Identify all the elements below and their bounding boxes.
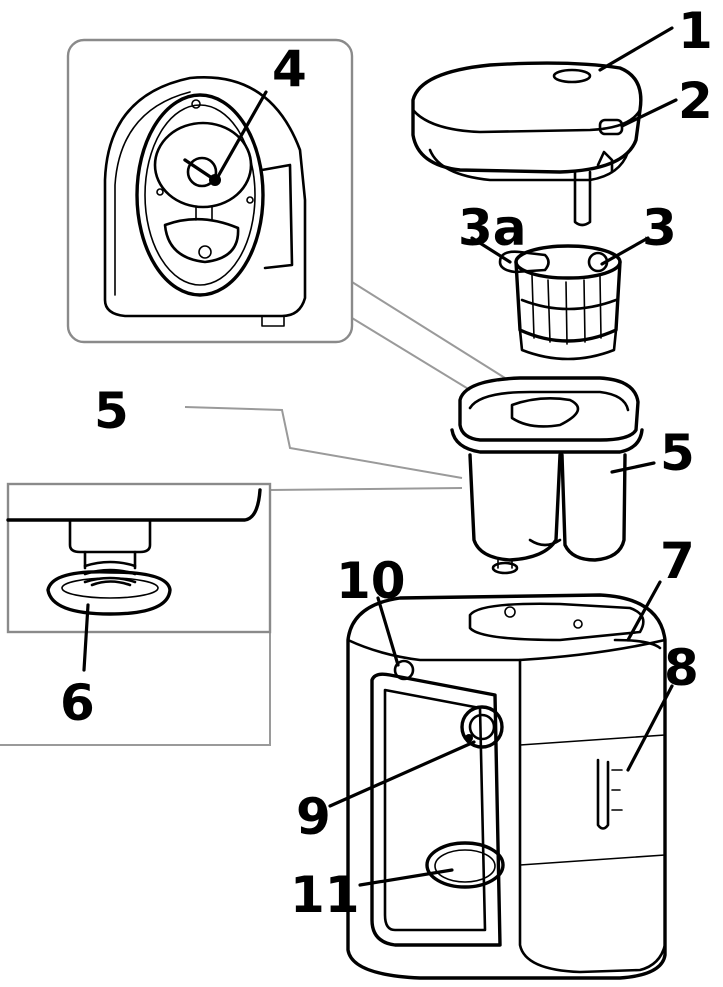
callout-5-right: 5 <box>660 424 695 482</box>
base-outline <box>346 593 667 980</box>
lid-outline <box>411 61 643 174</box>
filter-handle <box>498 250 550 274</box>
callout-7: 7 <box>660 532 695 590</box>
callout-labels: 1 2 3a 3 4 5 5 6 7 8 10 9 11 <box>60 2 713 924</box>
lid <box>411 61 643 227</box>
inset-lid-valve-detail <box>66 38 354 344</box>
selector-dial[interactable] <box>460 705 504 749</box>
callout-8: 8 <box>664 639 699 697</box>
callout-3: 3 <box>642 199 677 257</box>
reservoir <box>450 376 644 575</box>
callout-1: 1 <box>678 2 713 60</box>
inset-spring-valve-detail <box>6 482 272 634</box>
lid-top-button <box>552 68 592 84</box>
inset-housing-outline <box>103 75 307 318</box>
inset-frame-2 <box>6 482 272 634</box>
callout-5-left: 5 <box>94 382 129 440</box>
callout-6: 6 <box>60 674 95 732</box>
callout-10: 10 <box>336 552 406 610</box>
filter-basket <box>498 244 622 361</box>
callout-11: 11 <box>290 866 360 924</box>
callout-3a: 3a <box>458 199 527 257</box>
base-unit <box>346 593 667 980</box>
callout-9: 9 <box>296 788 331 846</box>
inset-frame <box>66 38 354 344</box>
power-button[interactable] <box>393 659 415 681</box>
leader-lines <box>82 26 678 887</box>
callout-4: 4 <box>272 40 307 98</box>
callout-2: 2 <box>678 72 713 130</box>
